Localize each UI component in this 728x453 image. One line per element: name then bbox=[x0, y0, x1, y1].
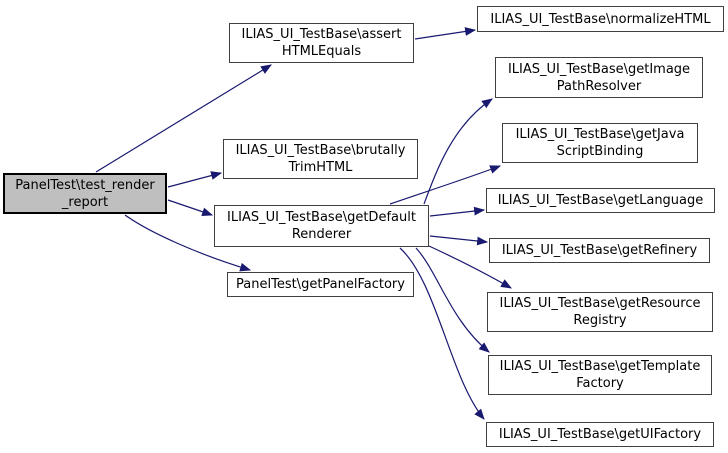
node-get-image-path-resolver[interactable]: ILIAS_UI_TestBase\getImage PathResolver bbox=[495, 57, 703, 98]
node-label: ILIAS_UI_TestBase\getRefinery bbox=[501, 243, 698, 258]
node-assert-htmlequals[interactable]: ILIAS_UI_TestBase\assert HTMLEquals bbox=[229, 23, 414, 63]
node-label: Renderer bbox=[291, 227, 352, 242]
edge-assert-htmlequals-to-normalize-html bbox=[414, 27, 477, 40]
edge-get-default-renderer-to-get-ui-factory bbox=[399, 247, 485, 420]
node-label: ILIAS_UI_TestBase\normalizeHTML bbox=[490, 11, 711, 27]
node-test-render-report: PanelTest\test_render _report bbox=[3, 173, 167, 214]
node-label: ILIAS_UI_TestBase\getResource bbox=[499, 296, 701, 311]
node-get-java-script-binding[interactable]: ILIAS_UI_TestBase\getJava ScriptBinding bbox=[502, 123, 698, 163]
edge-get-default-renderer-to-get-image-path-resolver bbox=[423, 98, 493, 205]
edge-get-default-renderer-to-get-refinery bbox=[429, 235, 489, 246]
node-label: ILIAS_UI_TestBase\getImage bbox=[507, 61, 691, 77]
node-normalize-html[interactable]: ILIAS_UI_TestBase\normalizeHTML bbox=[477, 6, 724, 32]
node-label: Factory bbox=[576, 376, 624, 391]
edge-get-default-renderer-to-get-resource-registry bbox=[428, 245, 512, 289]
node-label: ILIAS_UI_TestBase\getLanguage bbox=[497, 193, 704, 208]
edge-get-default-renderer-to-get-language bbox=[429, 206, 486, 217]
node-label: PathResolver bbox=[556, 78, 642, 94]
edge-test-render-report-to-assert-htmlequals bbox=[95, 64, 272, 173]
node-label: ILIAS_UI_TestBase\getTemplate bbox=[499, 359, 701, 374]
node-label: ILIAS_UI_TestBase\getDefault bbox=[227, 210, 416, 225]
node-get-resource-registry[interactable]: ILIAS_UI_TestBase\getResource Registry bbox=[487, 292, 713, 332]
node-label: ScriptBinding bbox=[556, 144, 644, 159]
node-get-default-renderer[interactable]: ILIAS_UI_TestBase\getDefault Renderer bbox=[214, 205, 429, 247]
node-label: TrimHTML bbox=[288, 160, 353, 175]
node-get-language[interactable]: ILIAS_UI_TestBase\getLanguage bbox=[486, 188, 715, 213]
edge-get-default-renderer-to-get-template-factory bbox=[415, 247, 490, 353]
node-get-template-factory[interactable]: ILIAS_UI_TestBase\getTemplate Factory bbox=[488, 355, 712, 395]
edge-get-default-renderer-to-get-java-script-binding bbox=[389, 165, 502, 205]
node-get-refinery[interactable]: ILIAS_UI_TestBase\getRefinery bbox=[489, 238, 710, 263]
node-get-panel-factory[interactable]: PanelTest\getPanelFactory bbox=[227, 272, 414, 297]
node-label: ILIAS_UI_TestBase\brutally bbox=[235, 143, 406, 158]
edge-test-render-report-to-brutally-trim-html bbox=[167, 171, 223, 188]
edge-test-render-report-to-get-default-renderer bbox=[167, 199, 214, 216]
node-get-ui-factory[interactable]: ILIAS_UI_TestBase\getUIFactory bbox=[486, 422, 714, 447]
node-label: Registry bbox=[573, 313, 627, 328]
node-label: HTMLEquals bbox=[281, 44, 362, 59]
node-label: _report bbox=[61, 194, 109, 210]
node-label: ILIAS_UI_TestBase\assert bbox=[241, 27, 402, 42]
node-brutally-trim-html[interactable]: ILIAS_UI_TestBase\brutally TrimHTML bbox=[223, 139, 418, 179]
node-label: PanelTest\test_render bbox=[15, 177, 155, 193]
node-label: ILIAS_UI_TestBase\getUIFactory bbox=[498, 427, 702, 442]
edge-test-render-report-to-get-panel-factory bbox=[124, 214, 252, 272]
node-label: ILIAS_UI_TestBase\getJava bbox=[515, 127, 685, 142]
node-label: PanelTest\getPanelFactory bbox=[236, 277, 405, 292]
